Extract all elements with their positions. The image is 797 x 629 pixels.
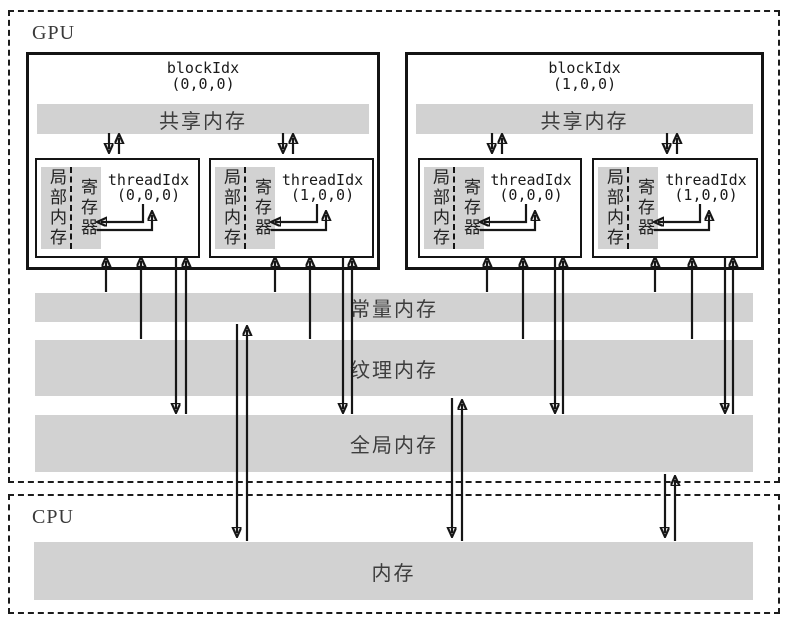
local-memory-label: 局部内存: [429, 168, 449, 248]
block-1-shared-memory-bar: 共享内存: [416, 104, 753, 134]
cpu-memory-label: 内存: [371, 560, 416, 585]
local-memory-column: 局部内存: [598, 167, 629, 249]
local-memory-label: 局部内存: [603, 168, 623, 248]
block-0-title: blockIdx (0,0,0): [29, 60, 377, 92]
thread-title-index: (1,0,0): [290, 186, 355, 204]
thread-title-name: threadIdx: [490, 171, 572, 189]
thread-title-name: threadIdx: [665, 171, 747, 189]
constant-memory-label: 常量内存: [350, 297, 438, 321]
block-0-thread-1: 局部内存 寄存器 threadIdx (1,0,0): [209, 158, 374, 258]
cpu-memory-bar: 内存: [34, 542, 753, 600]
local-memory-column: 局部内存: [424, 167, 455, 249]
constant-memory-bar: 常量内存: [35, 293, 753, 322]
global-memory-bar: 全局内存: [35, 415, 753, 472]
texture-memory-bar: 纹理内存: [35, 340, 753, 396]
registers-label: 寄存器: [77, 178, 97, 238]
block-0-shared-memory-label: 共享内存: [159, 108, 247, 133]
block-1-title-name: blockIdx: [548, 59, 621, 77]
registers-column: 寄存器: [629, 167, 658, 249]
thread-title-index: (0,0,0): [116, 186, 181, 204]
registers-label: 寄存器: [460, 178, 480, 238]
thread-title: threadIdx (0,0,0): [482, 173, 580, 203]
registers-column: 寄存器: [455, 167, 484, 249]
block-0-thread-0: 局部内存 寄存器 threadIdx (0,0,0): [35, 158, 200, 258]
cpu-region: CPU: [8, 494, 780, 614]
global-memory-label: 全局内存: [350, 433, 438, 457]
thread-title: threadIdx (1,0,0): [273, 173, 372, 203]
block-0: blockIdx (0,0,0) 共享内存 局部内存 寄存器 threadIdx…: [26, 52, 380, 270]
gpu-region: GPU: [8, 10, 780, 483]
registers-column: 寄存器: [246, 167, 275, 249]
block-0-shared-memory-bar: 共享内存: [37, 104, 369, 134]
registers-label: 寄存器: [634, 178, 654, 238]
block-1-title-index: (1,0,0): [552, 75, 617, 93]
block-1-thread-1: 局部内存 寄存器 threadIdx (1,0,0): [592, 158, 758, 258]
block-1: blockIdx (1,0,0) 共享内存 局部内存 寄存器 threadIdx…: [405, 52, 764, 270]
thread-title-index: (1,0,0): [674, 186, 738, 204]
local-memory-label: 局部内存: [220, 168, 240, 248]
thread-local-register-strip: 局部内存 寄存器: [215, 167, 275, 249]
thread-local-register-strip: 局部内存 寄存器: [41, 167, 101, 249]
thread-title: threadIdx (0,0,0): [99, 173, 198, 203]
thread-local-register-strip: 局部内存 寄存器: [424, 167, 484, 249]
local-memory-label: 局部内存: [46, 168, 66, 248]
block-0-title-index: (0,0,0): [171, 75, 235, 93]
block-1-thread-0: 局部内存 寄存器 threadIdx (0,0,0): [418, 158, 582, 258]
registers-label: 寄存器: [251, 178, 271, 238]
thread-local-register-strip: 局部内存 寄存器: [598, 167, 658, 249]
local-memory-column: 局部内存: [215, 167, 246, 249]
thread-title: threadIdx (1,0,0): [656, 173, 756, 203]
registers-column: 寄存器: [72, 167, 101, 249]
block-0-title-name: blockIdx: [166, 59, 240, 77]
gpu-label: GPU: [32, 22, 76, 44]
thread-title-name: threadIdx: [107, 171, 190, 189]
block-1-shared-memory-label: 共享内存: [540, 108, 629, 133]
block-1-title: blockIdx (1,0,0): [408, 60, 761, 92]
thread-title-index: (0,0,0): [499, 186, 563, 204]
texture-memory-label: 纹理内存: [350, 357, 438, 382]
cpu-label: CPU: [32, 506, 74, 528]
local-memory-column: 局部内存: [41, 167, 72, 249]
thread-title-name: threadIdx: [281, 171, 364, 189]
